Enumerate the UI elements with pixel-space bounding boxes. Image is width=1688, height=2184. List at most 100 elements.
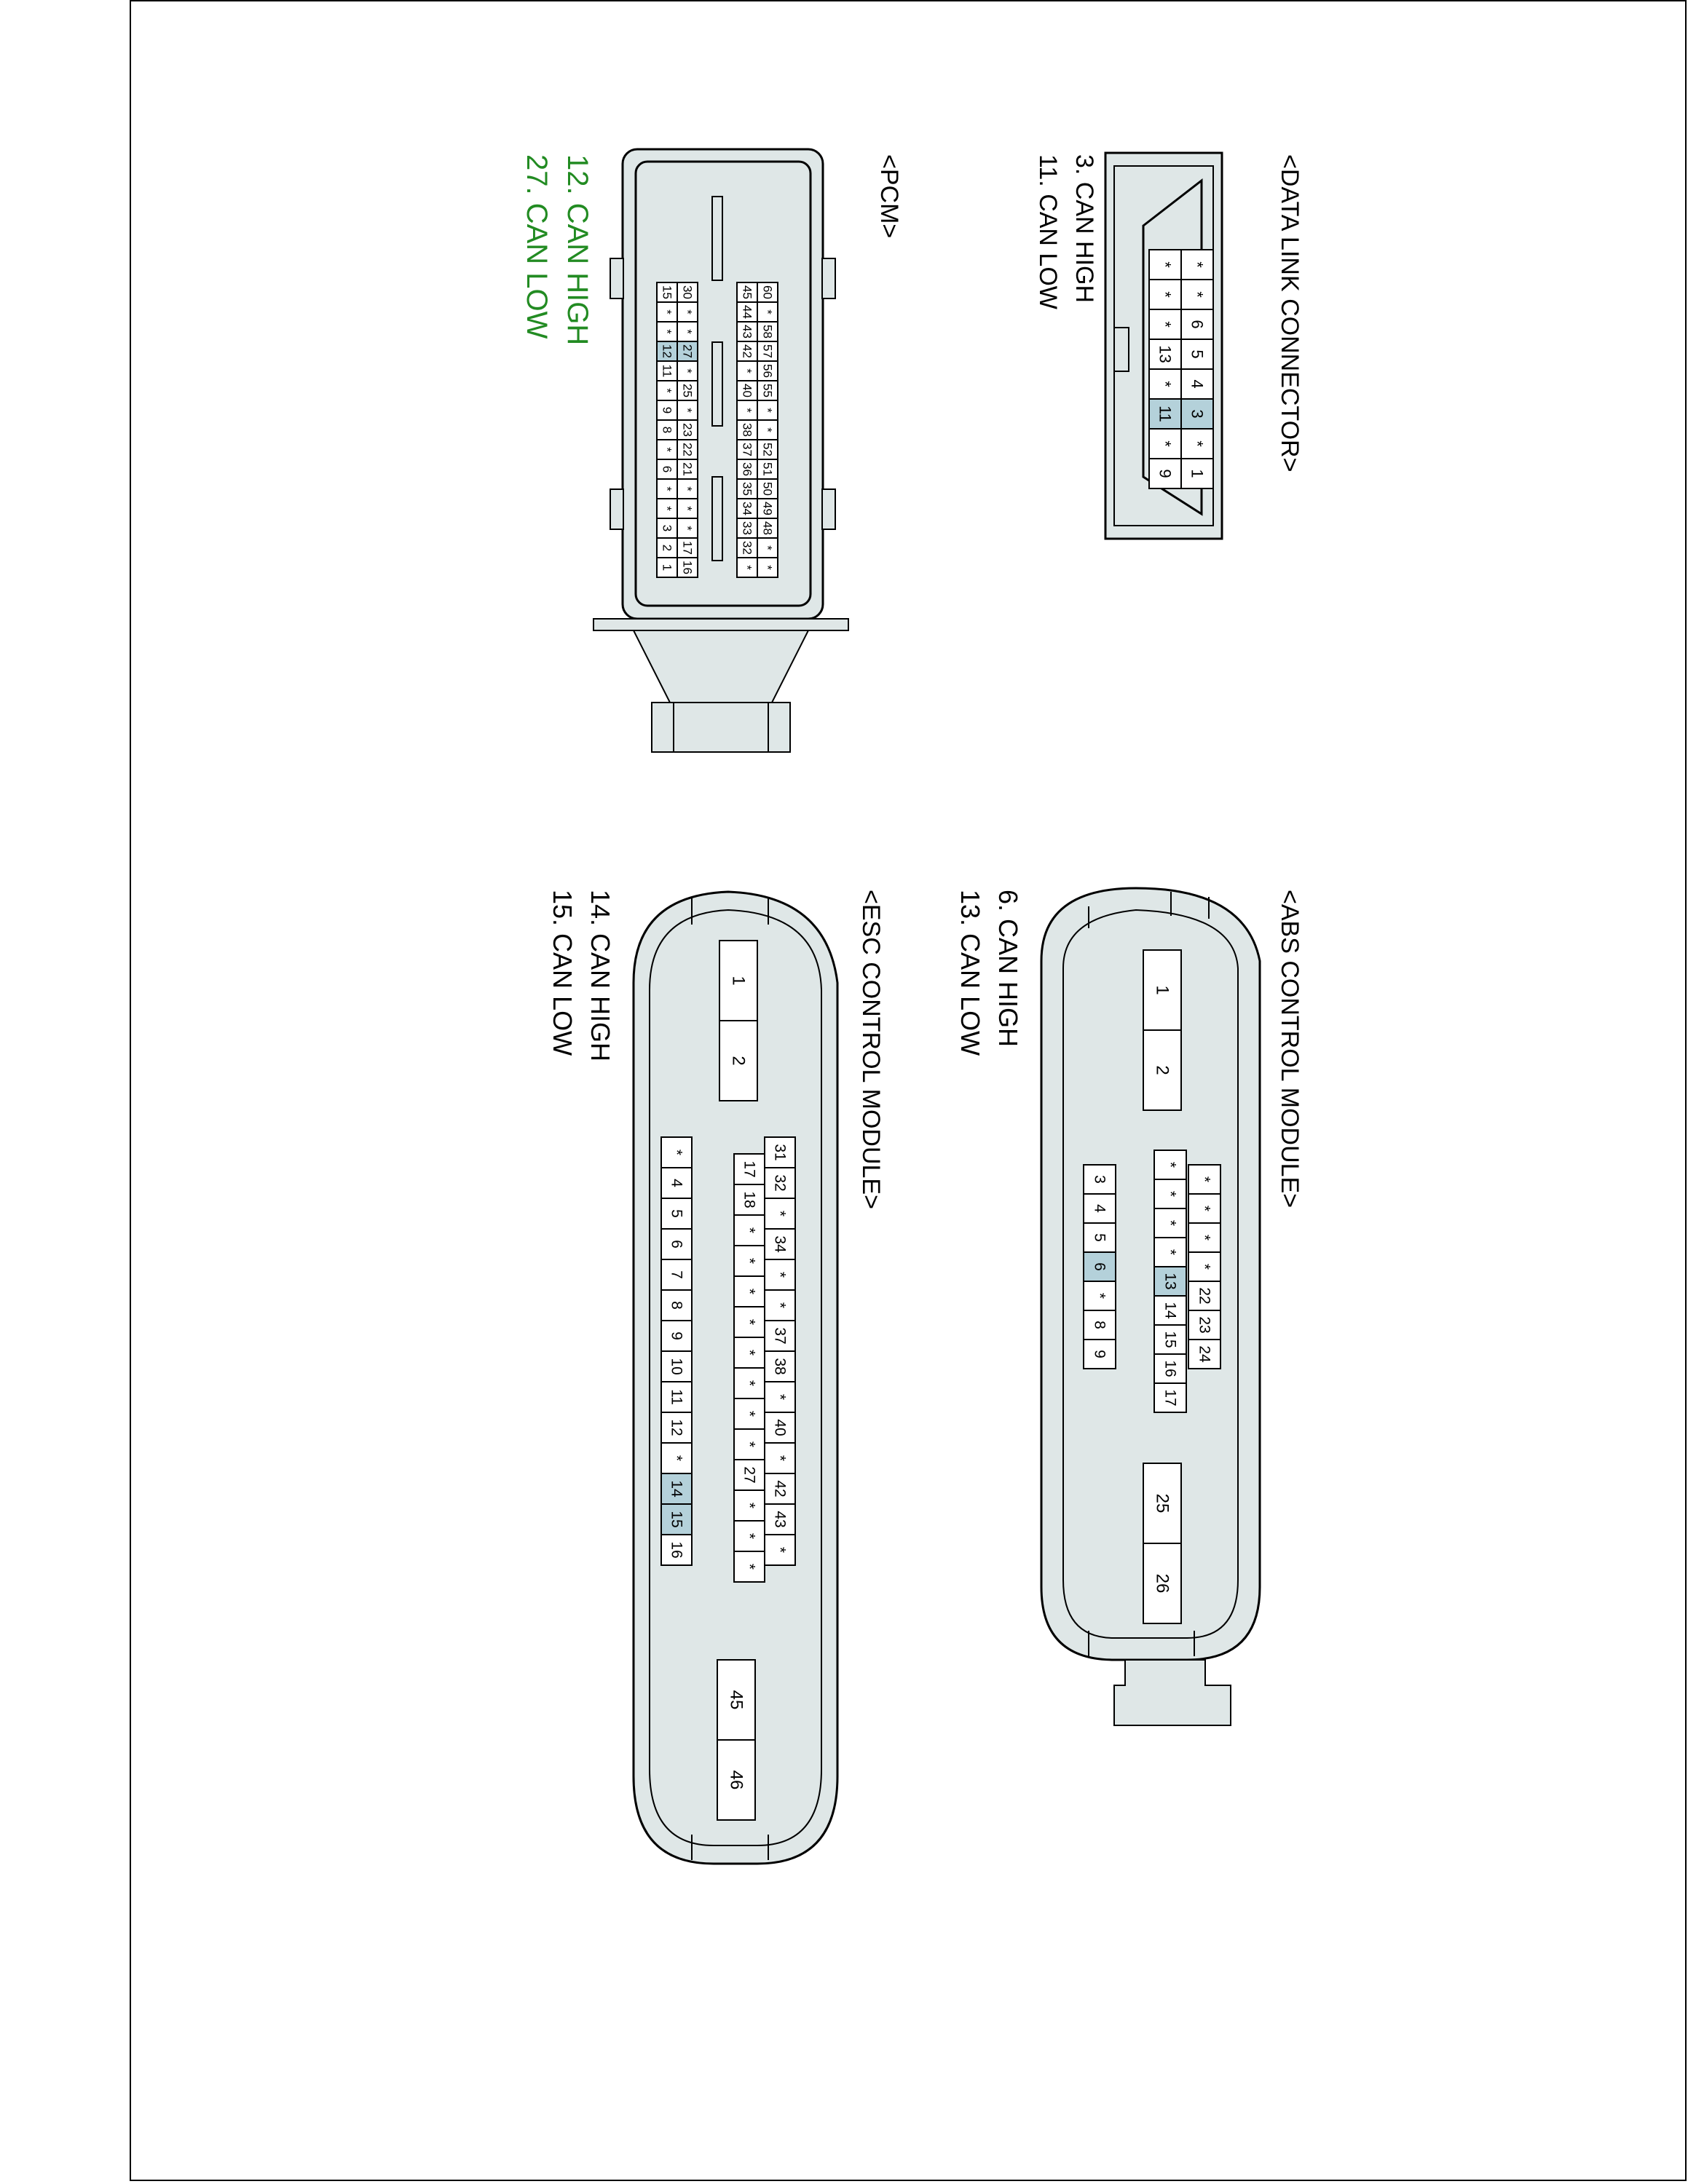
can-label: 13. CAN LOW — [955, 890, 985, 1056]
pin: * — [1083, 1281, 1116, 1311]
pin: 7 — [660, 1259, 693, 1291]
pcm-pin: 1 — [656, 557, 678, 578]
pin-label: 55 — [761, 384, 775, 397]
pin: * — [1153, 1208, 1187, 1238]
pin-label: 57 — [761, 344, 775, 358]
pin-label: * — [1156, 321, 1175, 328]
dlc-pin: * — [1148, 428, 1182, 459]
pin-label: * — [1196, 1235, 1213, 1241]
dlc-pin: 11 — [1148, 398, 1182, 430]
pcm-pin: 34 — [736, 498, 758, 519]
pin-label: * — [669, 1150, 685, 1155]
pin: 14 — [1153, 1295, 1187, 1326]
abs-connector: <ABS CONTROL MODULE> 6. CAN HIGH 13. CAN L… — [955, 887, 1304, 1726]
pin-cell — [656, 360, 678, 381]
pin-label: 24 — [1196, 1345, 1213, 1363]
pin-label: * — [1188, 261, 1207, 268]
pin-label: * — [660, 486, 674, 491]
abs-pin-large: 2 — [1143, 1029, 1182, 1111]
pcm-pin: 50 — [757, 478, 778, 499]
pin-cell — [1083, 1251, 1116, 1282]
pin-label: * — [1196, 1176, 1213, 1182]
pin-label: * — [741, 1533, 758, 1539]
pin-label: 1 — [1188, 469, 1207, 478]
pin-cell — [1153, 1208, 1187, 1238]
abs-tab — [1113, 1659, 1231, 1726]
pcm-pin: 11 — [656, 360, 678, 381]
pin-cell — [677, 282, 698, 303]
pin: 16 — [660, 1534, 693, 1566]
pin-cell — [656, 282, 678, 303]
pin-label: * — [1196, 1206, 1213, 1211]
dlc-pin: 3 — [1180, 398, 1214, 430]
pin-label: 2 — [729, 1056, 749, 1065]
pin-label: 58 — [761, 325, 775, 339]
pcm-pin: 27 — [677, 341, 698, 362]
pcm-pin: * — [757, 301, 778, 323]
pin-cell — [736, 380, 758, 401]
pcm-pin: * — [677, 301, 698, 323]
pin-cell — [717, 1739, 756, 1821]
connector-title: <ABS CONTROL MODULE> — [1276, 890, 1304, 1208]
pin: 18 — [733, 1184, 765, 1216]
dlc-pin: * — [1148, 249, 1182, 280]
pin-label: 2 — [1153, 1065, 1172, 1075]
pin-label: 11 — [669, 1389, 685, 1405]
pin-cell — [1180, 279, 1214, 310]
pin-label: 4 — [1092, 1204, 1108, 1213]
pin-cell — [1188, 1251, 1221, 1282]
pin-cell — [1180, 249, 1214, 280]
pin-label: 56 — [761, 364, 775, 378]
pcm-key-slot — [711, 196, 723, 281]
pcm-pin: 32 — [736, 537, 758, 558]
pin-cell — [1153, 1237, 1187, 1267]
pin-cell — [1180, 339, 1214, 370]
pin-cell — [660, 1167, 693, 1199]
pin-label: * — [741, 1258, 758, 1264]
pin-label: 12 — [660, 344, 674, 358]
pin-cell — [733, 1184, 765, 1216]
pin-label: 43 — [772, 1511, 789, 1527]
pin-label: * — [681, 408, 695, 413]
pin-label: 27 — [681, 344, 695, 358]
pin-label: * — [741, 1227, 758, 1233]
pcm-pin: 22 — [677, 439, 698, 460]
pin-cell — [1083, 1339, 1116, 1369]
pin-label: * — [1156, 381, 1175, 387]
esc-pin-large: 45 — [717, 1659, 756, 1741]
pin: 8 — [660, 1289, 693, 1321]
pin-label: * — [681, 329, 695, 334]
can-label: 15. CAN LOW — [548, 890, 577, 1056]
pin-label: 38 — [741, 423, 754, 437]
pcm-pin: 2 — [656, 537, 678, 558]
pin: 14 — [660, 1473, 693, 1505]
pin: 43 — [764, 1503, 796, 1535]
pin: 4 — [660, 1167, 693, 1199]
pin-label: 7 — [669, 1270, 685, 1279]
pin-cell — [656, 478, 678, 499]
pin: 40 — [764, 1412, 796, 1444]
connector-title: <ESC CONTROL MODULE> — [857, 890, 885, 1209]
pin-label: 45 — [727, 1690, 746, 1710]
pin-label: * — [761, 565, 775, 570]
connector-title: <DATA LINK CONNECTOR> — [1276, 154, 1304, 472]
pin-label: 17 — [741, 1160, 758, 1177]
pin-label: * — [1162, 1191, 1179, 1197]
can-label: 6. CAN HIGH — [993, 890, 1023, 1047]
pin-label: 42 — [772, 1480, 789, 1497]
pin-cell — [1143, 1543, 1182, 1624]
pin-cell — [1083, 1281, 1116, 1311]
pin-label: 2 — [660, 545, 674, 551]
pin-label: 15 — [1162, 1331, 1179, 1348]
pin-label: * — [741, 1380, 758, 1386]
pin-label: * — [772, 1394, 789, 1400]
pcm-pin: * — [677, 498, 698, 519]
pin: * — [660, 1136, 693, 1168]
pin-cell — [656, 419, 678, 440]
pin-label: * — [772, 1211, 789, 1216]
pin-label: * — [772, 1302, 789, 1308]
pin-label: 5 — [1092, 1233, 1108, 1242]
pcm-pin: * — [656, 478, 678, 499]
pin-label: 44 — [741, 305, 754, 319]
